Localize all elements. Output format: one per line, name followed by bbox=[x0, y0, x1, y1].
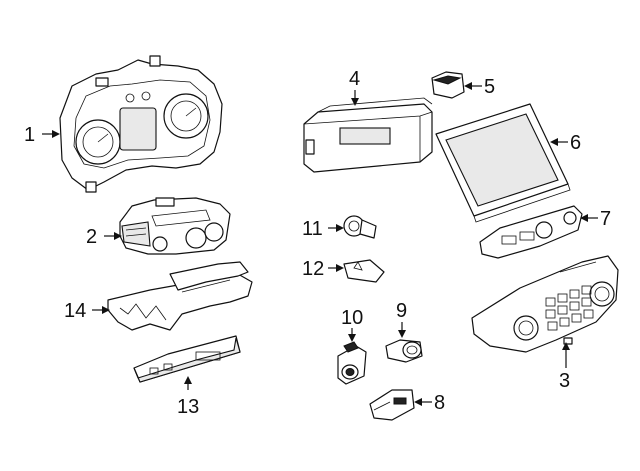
callout-12: 12 bbox=[302, 258, 324, 280]
lighter-socket bbox=[337, 341, 367, 385]
climate-control-panel bbox=[119, 197, 231, 255]
callout-4: 4 bbox=[349, 68, 360, 90]
touchscreen-display bbox=[435, 103, 571, 223]
leader-lines bbox=[42, 82, 598, 406]
callout-8: 8 bbox=[434, 392, 445, 414]
callout-labels: 1 2 3 4 5 6 7 8 9 10 11 12 13 14 bbox=[24, 68, 611, 418]
callout-13: 13 bbox=[177, 396, 199, 418]
callout-5: 5 bbox=[484, 76, 495, 98]
callout-10: 10 bbox=[341, 307, 363, 329]
control-switch-panel bbox=[479, 205, 583, 259]
hazard-switch bbox=[343, 259, 385, 283]
power-outlet bbox=[385, 339, 423, 363]
usb-port bbox=[369, 389, 415, 421]
callout-2: 2 bbox=[86, 226, 97, 248]
callout-3: 3 bbox=[559, 370, 570, 392]
callout-6: 6 bbox=[570, 132, 581, 154]
ignition-switch bbox=[343, 215, 377, 239]
control-module bbox=[133, 335, 241, 383]
center-control-panel bbox=[471, 255, 619, 353]
display-module bbox=[303, 97, 433, 173]
callout-9: 9 bbox=[396, 300, 407, 322]
small-switch bbox=[431, 71, 465, 99]
trim-bracket bbox=[107, 261, 253, 331]
callout-1: 1 bbox=[24, 124, 35, 146]
instrument-cluster bbox=[59, 55, 223, 193]
callout-11: 11 bbox=[302, 218, 323, 240]
callout-14: 14 bbox=[64, 300, 86, 322]
callout-7: 7 bbox=[600, 208, 611, 230]
